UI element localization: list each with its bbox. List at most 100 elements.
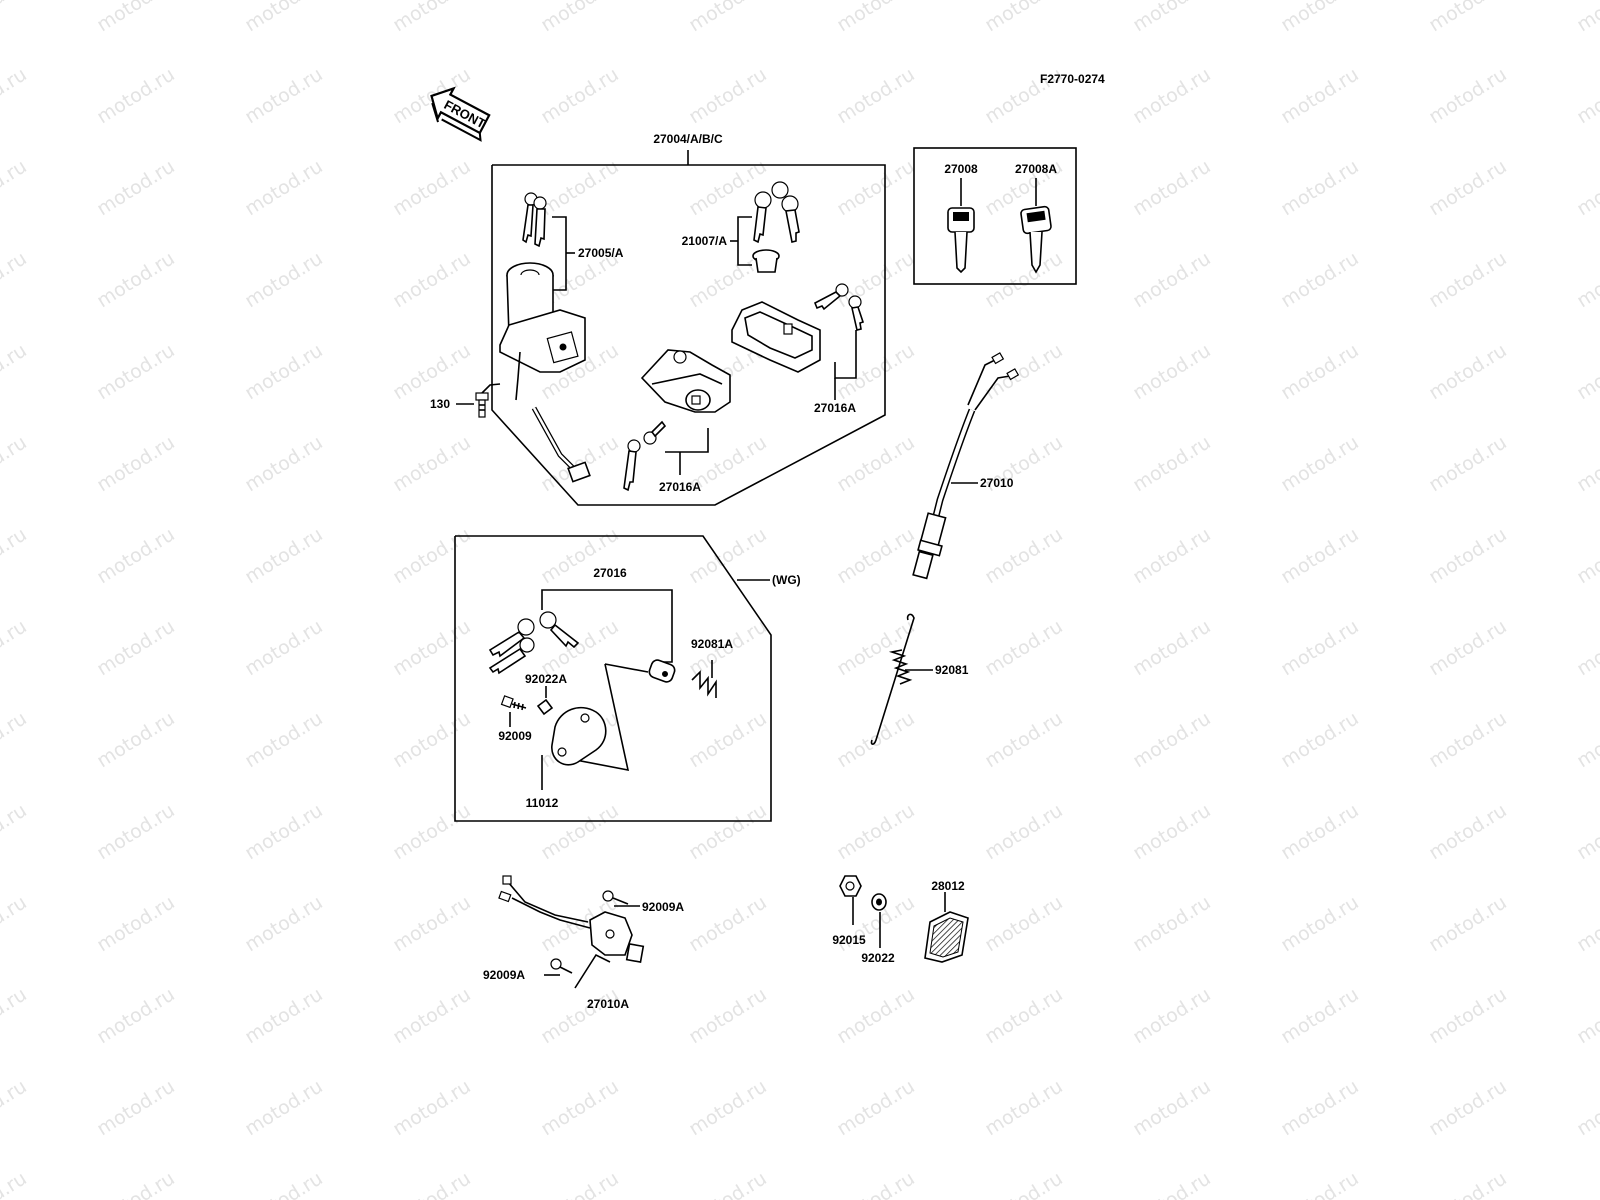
watermark-text: motod.ru — [93, 155, 179, 220]
ignition-keys-icon — [522, 192, 547, 248]
watermark-text: motod.ru — [93, 891, 179, 956]
watermark-text: motod.ru — [93, 63, 179, 128]
watermark-text: motod.ru — [241, 707, 327, 772]
figure-code: F2770-0274 — [1040, 72, 1105, 86]
label-92022A: 92022A — [525, 672, 567, 686]
watermark-text: motod.ru — [389, 431, 475, 496]
watermark-text: motod.ru — [1573, 799, 1600, 864]
label-27016A-left: 27016A — [659, 480, 701, 494]
watermark-text: motod.ru — [537, 0, 623, 36]
watermark-text: motod.ru — [833, 63, 919, 128]
watermark-text: motod.ru — [1425, 615, 1511, 680]
wg-lock-cylinder-icon — [648, 659, 676, 683]
watermark-text: motod.ru — [833, 799, 919, 864]
watermark-text: motod.ru — [685, 63, 771, 128]
watermark-text: motod.ru — [1129, 799, 1215, 864]
leader-27010A — [574, 953, 611, 989]
watermark-text: motod.ru — [1573, 983, 1600, 1048]
watermark-text: motod.ru — [0, 431, 31, 496]
watermark-text: motod.ru — [1425, 339, 1511, 404]
cap-plug-icon — [752, 249, 780, 273]
watermark-text: motod.ru — [389, 799, 475, 864]
watermark-text: motod.ru — [685, 891, 771, 956]
watermark-text: motod.ru — [685, 707, 771, 772]
watermark-text: motod.ru — [833, 1167, 919, 1200]
wg-keys-icon — [488, 611, 580, 675]
watermark-text: motod.ru — [0, 0, 31, 36]
spring-92081-icon — [870, 613, 915, 745]
watermark-text: motod.ru — [1129, 891, 1215, 956]
watermark-text: motod.ru — [1129, 523, 1215, 588]
watermark-text: motod.ru — [537, 1075, 623, 1140]
watermark-text: motod.ru — [1277, 1075, 1363, 1140]
watermark-text: motod.ru — [981, 1075, 1067, 1140]
ignition-cable — [531, 406, 591, 483]
nut-92015-icon — [839, 875, 862, 897]
label-92009: 92009 — [498, 729, 532, 743]
watermark-text: motod.ru — [1573, 523, 1600, 588]
watermark-text: motod.ru — [1277, 155, 1363, 220]
watermark-text: motod.ru — [0, 891, 31, 956]
label-27010A: 27010A — [587, 997, 629, 1011]
wg-plate-icon — [551, 706, 607, 766]
watermark-text: motod.ru — [93, 1075, 179, 1140]
watermark-text: motod.ru — [1573, 1075, 1600, 1140]
watermark-text: motod.ru — [1425, 247, 1511, 312]
watermark-text: motod.ru — [1425, 155, 1511, 220]
watermark-text: motod.ru — [1573, 1167, 1600, 1200]
watermark-text: motod.ru — [389, 707, 475, 772]
bracket-27016A-left — [665, 428, 709, 453]
watermark-text: motod.ru — [0, 1167, 31, 1200]
watermark-text: motod.ru — [981, 247, 1067, 312]
watermark-text: motod.ru — [1573, 707, 1600, 772]
watermark-text: motod.ru — [833, 523, 919, 588]
label-92081: 92081 — [935, 663, 969, 677]
watermark-text: motod.ru — [1425, 0, 1511, 36]
watermark-text: motod.ru — [241, 615, 327, 680]
watermark-text: motod.ru — [1277, 523, 1363, 588]
watermark-text: motod.ru — [93, 0, 179, 36]
watermark-text: motod.ru — [981, 799, 1067, 864]
watermark-text: motod.ru — [1425, 707, 1511, 772]
watermark-text: motod.ru — [389, 155, 475, 220]
ignition-lock-set-group: 27004/A/B/C 27005/A — [430, 132, 886, 506]
watermark-text: motod.ru — [1129, 0, 1215, 36]
watermark-text: motod.ru — [389, 615, 475, 680]
wg-outline — [454, 535, 772, 822]
watermark-text: motod.ru — [833, 247, 919, 312]
watermark-text: motod.ru — [981, 615, 1067, 680]
watermark-text: motod.ru — [0, 1075, 31, 1140]
watermark-text: motod.ru — [1573, 891, 1600, 956]
watermark-text: motod.ru — [241, 983, 327, 1048]
watermark-text: motod.ru — [0, 523, 31, 588]
watermark-text: motod.ru — [833, 0, 919, 36]
assembly-line — [559, 663, 630, 772]
assembly-line-b — [604, 663, 649, 673]
watermark-text: motod.ru — [981, 891, 1067, 956]
watermark-text: motod.ru — [93, 431, 179, 496]
watermark-text: motod.ru — [389, 0, 475, 36]
watermark-text: motod.ru — [93, 339, 179, 404]
watermark-text: motod.ru — [241, 1075, 327, 1140]
watermark-text: motod.ru — [685, 983, 771, 1048]
seat-lock-left-keys-icon — [623, 420, 667, 492]
watermark-text: motod.ru — [1277, 1167, 1363, 1200]
watermark-text: motod.ru — [241, 63, 327, 128]
label-27005: 27005/A — [578, 246, 624, 260]
watermark-text: motod.ru — [1129, 615, 1215, 680]
ignition-switch-body — [499, 262, 586, 401]
watermark-text: motod.ru — [389, 1167, 475, 1200]
seat-lock-right-icon — [731, 301, 821, 373]
watermark-text: motod.ru — [0, 983, 31, 1048]
watermark-text: motod.ru — [241, 523, 327, 588]
watermark-text: motod.ru — [93, 247, 179, 312]
watermark-text: motod.ru — [1425, 799, 1511, 864]
watermark-text: motod.ru — [981, 339, 1067, 404]
watermark-text: motod.ru — [1277, 63, 1363, 128]
watermark-text: motod.ru — [833, 431, 919, 496]
label-27004: 27004/A/B/C — [653, 132, 723, 146]
label-28012: 28012 — [931, 879, 965, 893]
seat-lock-right-keys-icon — [813, 283, 865, 331]
watermark-text: motod.ru — [981, 1167, 1067, 1200]
